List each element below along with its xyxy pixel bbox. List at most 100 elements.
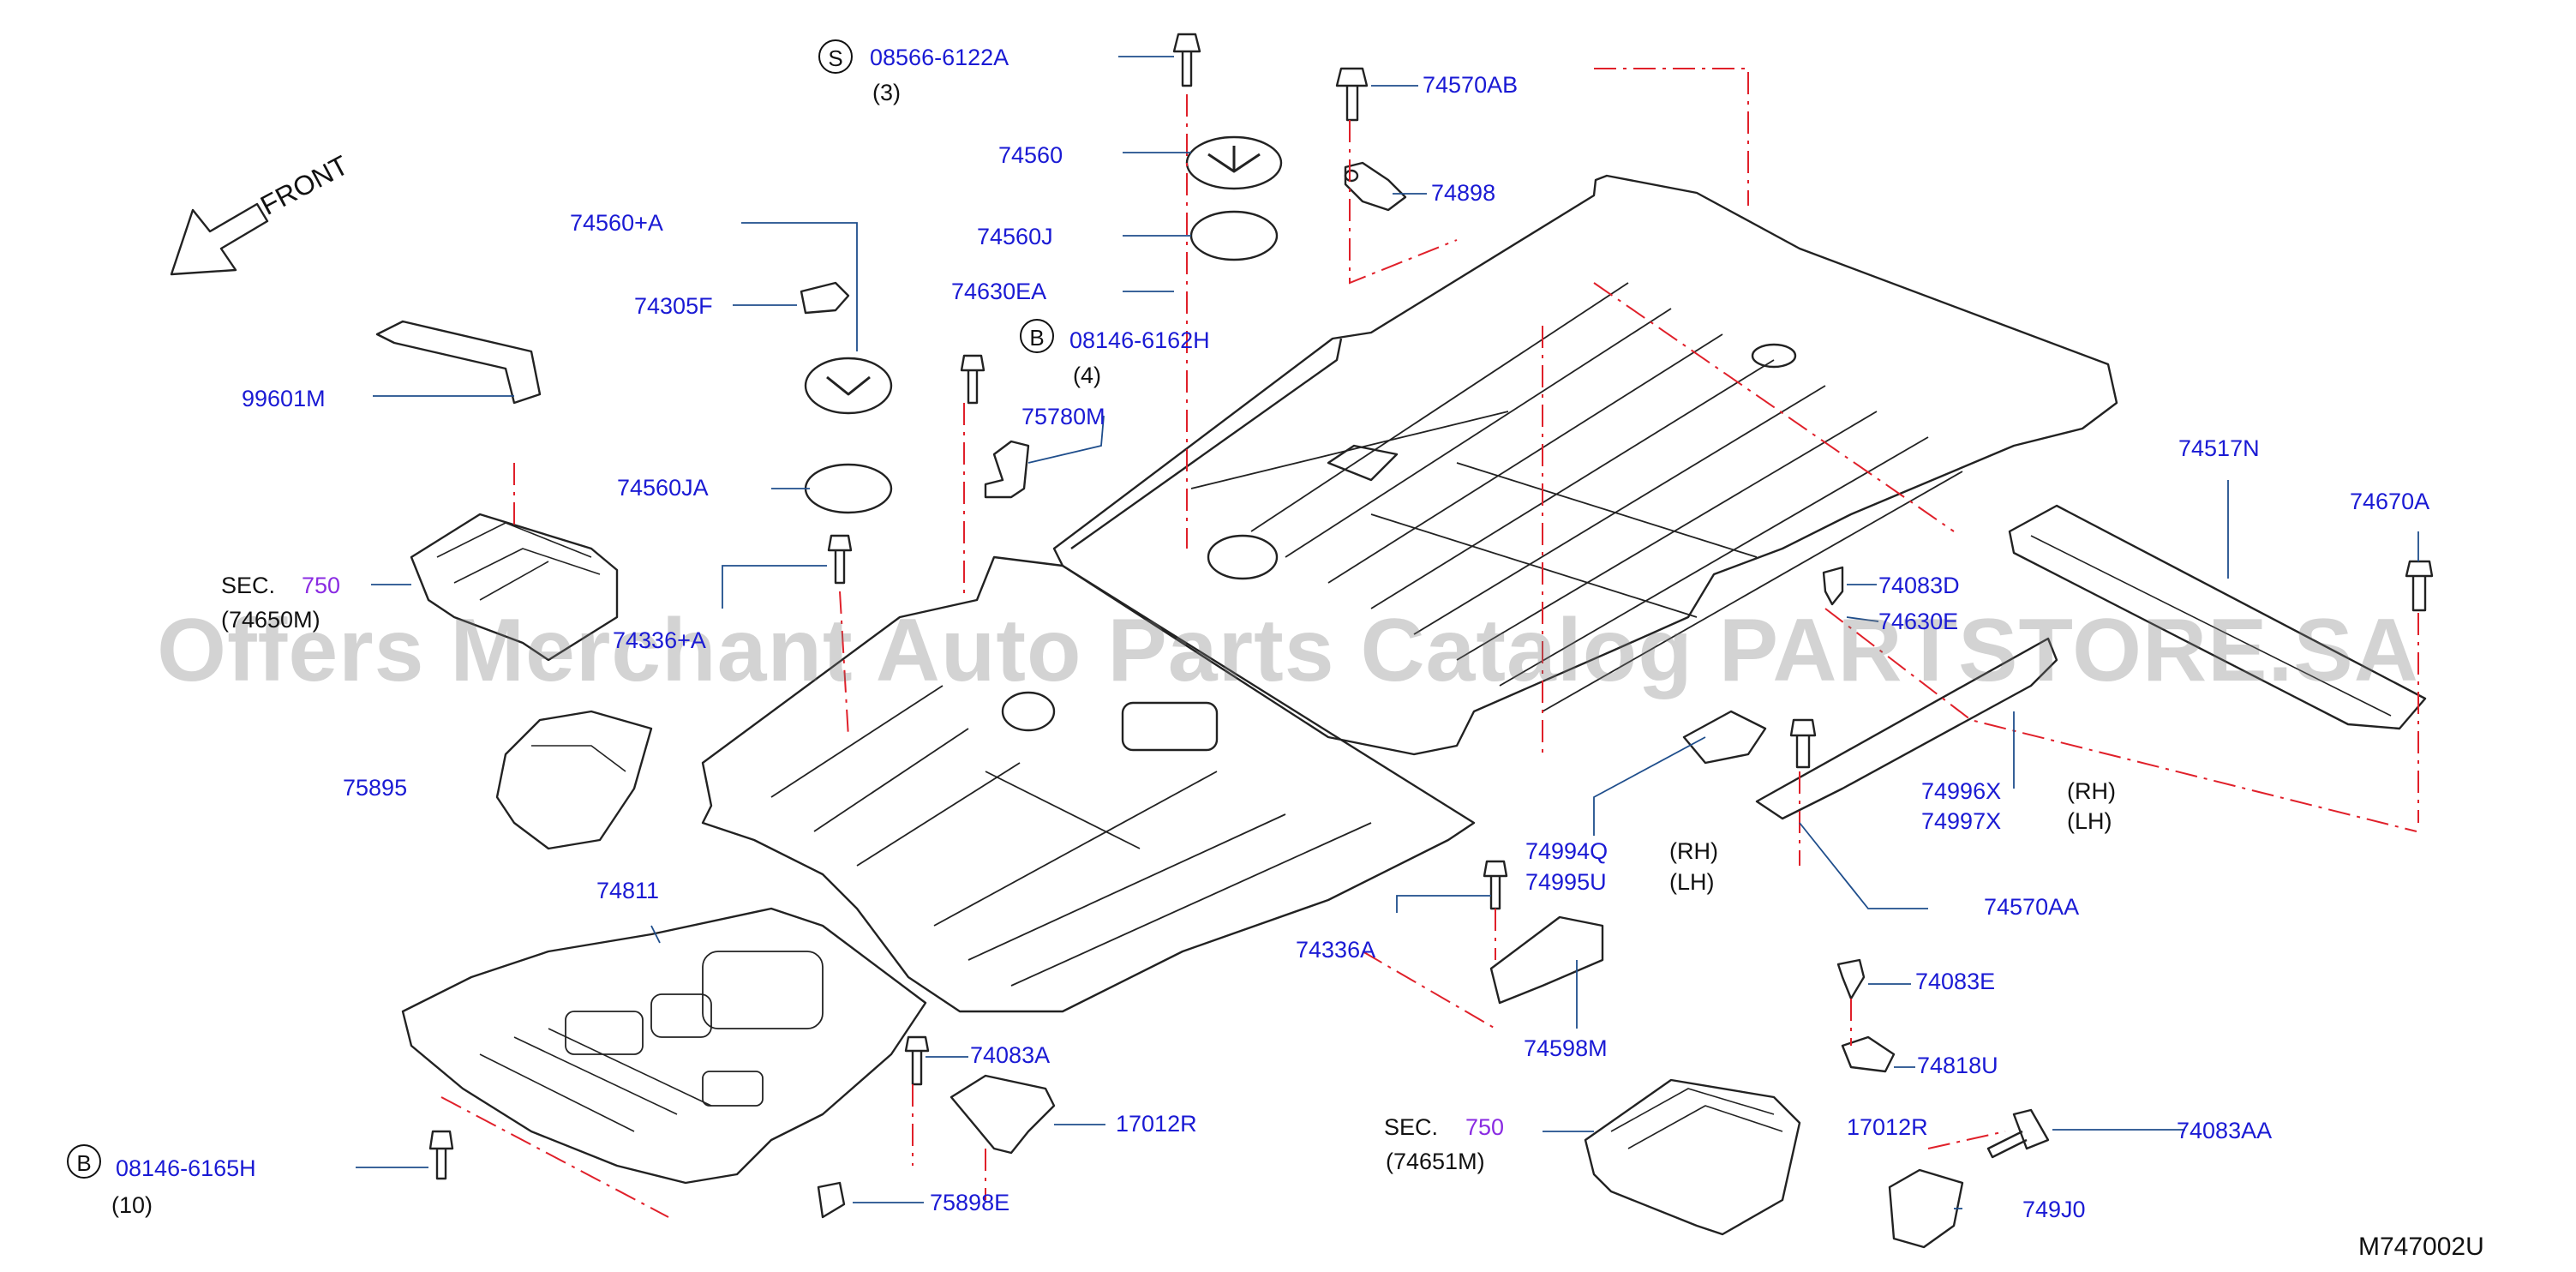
frame-74650M <box>410 513 619 662</box>
tunnel-cutout <box>1121 701 1219 752</box>
strap-99601M <box>375 320 542 405</box>
part-99601M[interactable]: 99601M <box>242 386 326 411</box>
bolt-08566 <box>1172 33 1201 87</box>
part-749J0[interactable]: 749J0 <box>2022 1197 2086 1222</box>
part-74630E[interactable]: 74630E <box>1878 609 1959 634</box>
plug-74305F <box>800 281 850 315</box>
front-floor-panel <box>701 555 1476 1013</box>
bolt-74570AA <box>1789 718 1817 769</box>
rear-floor-hole <box>1751 343 1797 369</box>
part-74560[interactable]: 74560 <box>998 142 1063 168</box>
rear-floor-step <box>1327 444 1399 482</box>
sec2-sub: (74651M) <box>1386 1149 1485 1174</box>
part-08146-6165H[interactable]: 08146-6165H <box>116 1155 256 1181</box>
part-74570AB[interactable]: 74570AB <box>1423 72 1519 98</box>
watermark: Offers Merchant Auto Parts Catalog PARTS… <box>157 601 2419 700</box>
rear-floor-ribs <box>1190 282 1963 712</box>
frame-74651M <box>1584 1078 1801 1236</box>
parts-artwork <box>170 33 2434 1249</box>
qty-3: (3) <box>872 80 901 105</box>
part-74818U[interactable]: 74818U <box>1917 1053 1998 1078</box>
part-74570AA[interactable]: 74570AA <box>1984 894 2080 920</box>
bolt-74670A <box>2405 560 2434 612</box>
part-74994Q[interactable]: 74994Q <box>1525 838 1609 864</box>
block-749J0 <box>1888 1168 1964 1249</box>
seal-74560J <box>1189 210 1279 261</box>
part-74996X[interactable]: 74996X <box>1921 778 2002 804</box>
part-75895[interactable]: 75895 <box>343 775 408 801</box>
bolt-b2-symbol: B <box>67 1144 101 1179</box>
sec1-sub: (74650M) <box>221 607 321 633</box>
part-74560JA[interactable]: 74560JA <box>617 475 709 501</box>
bracket-75780M <box>984 440 1030 499</box>
bracket-17012R-a <box>950 1074 1056 1155</box>
side-rh-b: (RH) <box>1669 838 1718 864</box>
bracket-74818U <box>1841 1035 1896 1073</box>
part-75898E[interactable]: 75898E <box>930 1190 1010 1215</box>
hook-74898 <box>1344 161 1407 212</box>
screw-s-symbol: S <box>818 39 853 74</box>
bucket-75895 <box>495 710 653 850</box>
part-74997X[interactable]: 74997X <box>1921 808 2002 834</box>
part-08146-6162H[interactable]: 08146-6162H <box>1069 327 1210 353</box>
bolt-74336A-upper <box>827 534 853 585</box>
bolt-b1-symbol: B <box>1020 319 1054 353</box>
panel-74517N <box>2008 504 2427 730</box>
rear-floor-panel <box>1052 174 2118 756</box>
part-74083D[interactable]: 74083D <box>1878 573 1960 598</box>
part-74517N[interactable]: 74517N <box>2178 435 2260 461</box>
front-floor-hole <box>1001 691 1056 732</box>
undercover-74811 <box>401 907 927 1185</box>
part-08566-6122A[interactable]: 08566-6122A <box>870 45 1009 70</box>
bolt-74083A <box>904 1035 930 1086</box>
bolt-74083AA <box>1986 1108 2050 1159</box>
front-floor-ribs <box>770 685 1372 987</box>
front-arrow-icon <box>170 202 269 276</box>
part-74995U[interactable]: 74995U <box>1525 869 1607 895</box>
side-lh-a: (LH) <box>2067 808 2112 834</box>
part-75780M[interactable]: 75780M <box>1021 404 1105 429</box>
part-74560-plus-A[interactable]: 74560+A <box>570 210 663 236</box>
bolt-74570AB <box>1335 67 1369 122</box>
seal-74560JA <box>804 463 893 514</box>
sec1-prefix: SEC. <box>221 573 276 598</box>
part-74305F[interactable]: 74305F <box>634 293 713 319</box>
bolt-74995U <box>1483 860 1508 910</box>
part-74083A[interactable]: 74083A <box>970 1042 1051 1068</box>
center-lines <box>440 68 2419 1218</box>
qty-4: (4) <box>1073 363 1101 388</box>
part-74630EA[interactable]: 74630EA <box>951 279 1047 304</box>
part-74598M[interactable]: 74598M <box>1524 1035 1608 1061</box>
rail-74996X <box>1755 637 2058 820</box>
part-74336-plus-A[interactable]: 74336+A <box>613 627 706 653</box>
part-74083AA[interactable]: 74083AA <box>2177 1118 2273 1143</box>
clip-74083D <box>1822 566 1844 606</box>
side-rh-a: (RH) <box>2067 778 2116 804</box>
clip-75898E <box>817 1181 846 1219</box>
cap-74560A <box>804 357 893 415</box>
part-74898[interactable]: 74898 <box>1431 180 1496 206</box>
clip-74083E <box>1836 958 1866 1000</box>
bracket-74598M <box>1489 915 1604 1005</box>
diagram-id: M747002U <box>2358 1233 2484 1261</box>
sec2-link[interactable]: 750 <box>1465 1114 1505 1140</box>
leader-lines <box>356 56 2419 1209</box>
rear-floor-edge <box>1070 338 1343 549</box>
part-17012R-a[interactable]: 17012R <box>1116 1111 1197 1137</box>
sec2-prefix: SEC. <box>1384 1114 1439 1140</box>
qty-10: (10) <box>111 1192 153 1218</box>
bolt-08146-6162H <box>960 354 985 405</box>
side-lh-b: (LH) <box>1669 869 1715 895</box>
part-74336A[interactable]: 74336A <box>1296 937 1376 963</box>
part-74560J[interactable]: 74560J <box>977 224 1053 249</box>
part-74083E[interactable]: 74083E <box>1915 969 1996 994</box>
part-74670A[interactable]: 74670A <box>2350 489 2430 514</box>
sec1-link[interactable]: 750 <box>302 573 341 598</box>
part-17012R-b[interactable]: 17012R <box>1847 1114 1928 1140</box>
spare-pan-hole <box>1207 534 1279 580</box>
bracket-74994Q <box>1682 710 1767 765</box>
bolt-08146-6165H <box>428 1130 454 1180</box>
part-74811[interactable]: 74811 <box>596 878 660 903</box>
